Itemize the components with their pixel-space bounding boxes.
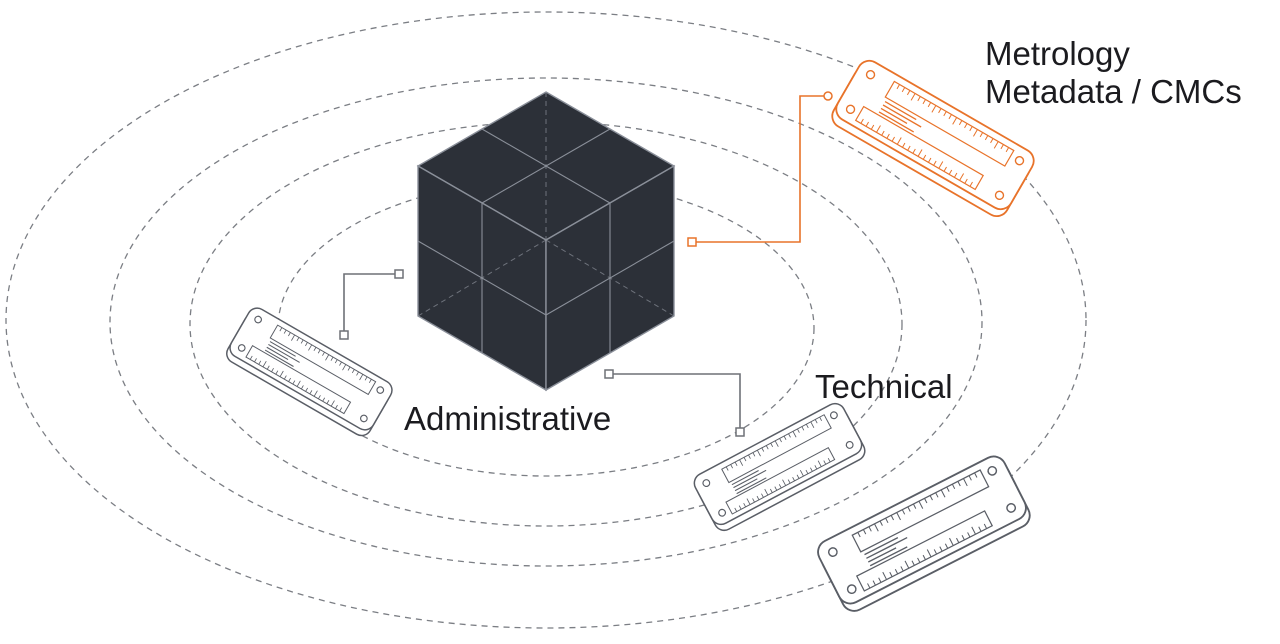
connector-metrology bbox=[687, 91, 833, 247]
data-cube-icon bbox=[416, 91, 676, 392]
administrative-label: Administrative bbox=[404, 400, 612, 437]
outer-plate-icon bbox=[812, 451, 1035, 617]
administrative-plate-icon bbox=[222, 303, 397, 440]
metrology-label: Metrology Metadata / CMCs bbox=[985, 35, 1242, 111]
orbit-ring-3 bbox=[109, 77, 983, 567]
orbit-ring-4 bbox=[5, 11, 1087, 629]
connector-administrative bbox=[339, 269, 404, 340]
orbit-ring-2 bbox=[189, 121, 903, 527]
metrology-label-line2: Metadata / CMCs bbox=[985, 73, 1242, 110]
technical-label: Technical bbox=[815, 368, 953, 405]
technical-plate-icon bbox=[690, 399, 870, 535]
connector-technical bbox=[604, 369, 745, 437]
orbit-rings bbox=[5, 11, 1087, 629]
orbit-ring-1 bbox=[277, 179, 815, 477]
metrology-label-line1: Metrology bbox=[985, 35, 1130, 72]
